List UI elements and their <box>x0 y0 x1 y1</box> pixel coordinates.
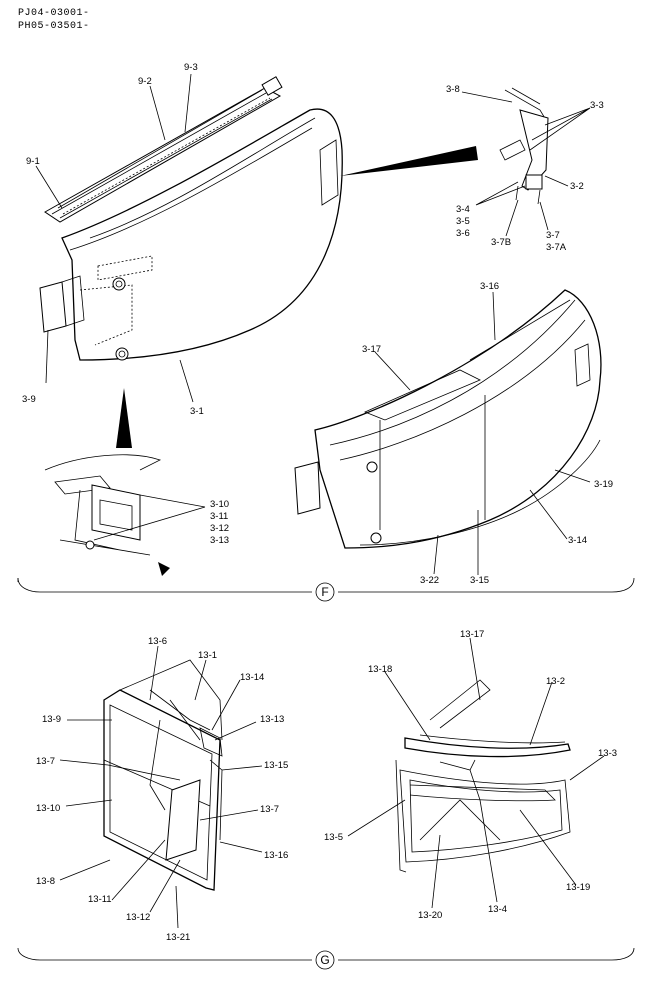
hinge-3-2 <box>499 87 549 205</box>
leaders-g <box>59 637 605 929</box>
label-13-20: 13-20 <box>418 910 442 921</box>
detail-arrow-latch <box>116 388 132 448</box>
label-13-17: 13-17 <box>460 629 484 640</box>
label-13-1: 13-1 <box>198 650 217 661</box>
divider-g <box>17 947 312 961</box>
doc-code-1: PJ04-03001- <box>18 8 90 19</box>
label-3-17: 3-17 <box>362 344 381 355</box>
label-3-13: 3-13 <box>210 535 229 546</box>
frame-right <box>395 679 571 873</box>
label-9-2: 9-2 <box>138 76 152 87</box>
label-13-11: 13-11 <box>88 894 112 905</box>
label-13-12: 13-12 <box>126 912 150 923</box>
label-13-7-left: 13-7 <box>36 756 55 767</box>
latch-detail-3-10 <box>44 454 170 576</box>
label-3-2: 3-2 <box>570 181 584 192</box>
doc-code-2: PH05-03501- <box>18 21 90 32</box>
label-13-14: 13-14 <box>240 672 264 683</box>
label-13-4: 13-4 <box>488 904 507 915</box>
label-13-19: 13-19 <box>566 882 590 893</box>
label-3-16: 3-16 <box>480 281 499 292</box>
label-13-2: 13-2 <box>546 676 565 687</box>
label-3-6: 3-6 <box>456 228 470 239</box>
label-13-10: 13-10 <box>36 803 60 814</box>
label-3-10: 3-10 <box>210 499 229 510</box>
label-13-21: 13-21 <box>166 932 190 943</box>
label-3-9: 3-9 <box>22 394 36 405</box>
detail-arrow-hinge <box>340 146 478 176</box>
label-3-4: 3-4 <box>456 204 470 215</box>
label-13-16: 13-16 <box>264 850 288 861</box>
label-3-1: 3-1 <box>190 406 204 417</box>
label-3-5: 3-5 <box>456 216 470 227</box>
label-3-22: 3-22 <box>420 575 439 586</box>
label-13-13: 13-13 <box>260 714 284 725</box>
label-13-15: 13-15 <box>264 760 288 771</box>
label-3-19: 3-19 <box>594 479 613 490</box>
strip-9 <box>44 76 283 223</box>
label-13-3: 13-3 <box>598 748 617 759</box>
label-9-1: 9-1 <box>26 156 40 167</box>
label-13-9: 13-9 <box>42 714 61 725</box>
divider-f <box>17 577 312 593</box>
label-13-7-right: 13-7 <box>260 804 279 815</box>
section-g-badge <box>315 950 335 970</box>
section-g-label: G <box>320 953 329 967</box>
label-13-8: 13-8 <box>36 876 55 887</box>
label-13-6: 13-6 <box>148 636 167 647</box>
label-3-15: 3-15 <box>470 575 489 586</box>
label-3-7a: 3-7A <box>546 242 567 253</box>
leaders-f <box>35 73 591 575</box>
label-3-7: 3-7 <box>546 230 560 241</box>
label-3-12: 3-12 <box>210 523 229 534</box>
frame-left <box>103 659 223 891</box>
label-3-3: 3-3 <box>590 100 604 111</box>
label-9-3: 9-3 <box>184 62 198 73</box>
label-13-18: 13-18 <box>368 664 392 675</box>
label-3-14: 3-14 <box>568 535 587 546</box>
cover-open-view <box>294 289 602 549</box>
label-3-7b: 3-7B <box>491 237 511 248</box>
label-13-5: 13-5 <box>324 832 343 843</box>
label-3-8: 3-8 <box>446 84 460 95</box>
cover-3-1 <box>39 108 343 361</box>
section-f-badge <box>315 582 335 602</box>
section-f-label: F <box>321 585 328 599</box>
label-3-11: 3-11 <box>210 511 228 522</box>
